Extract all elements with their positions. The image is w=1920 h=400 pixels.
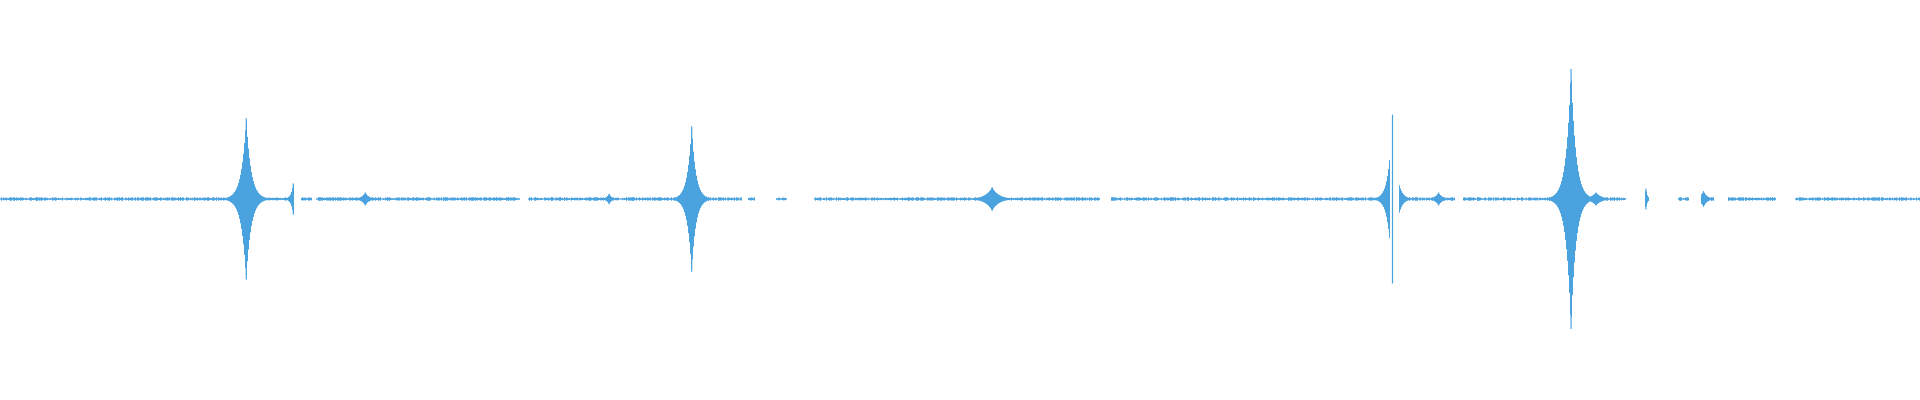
waveform-trace: [0, 80, 1920, 318]
